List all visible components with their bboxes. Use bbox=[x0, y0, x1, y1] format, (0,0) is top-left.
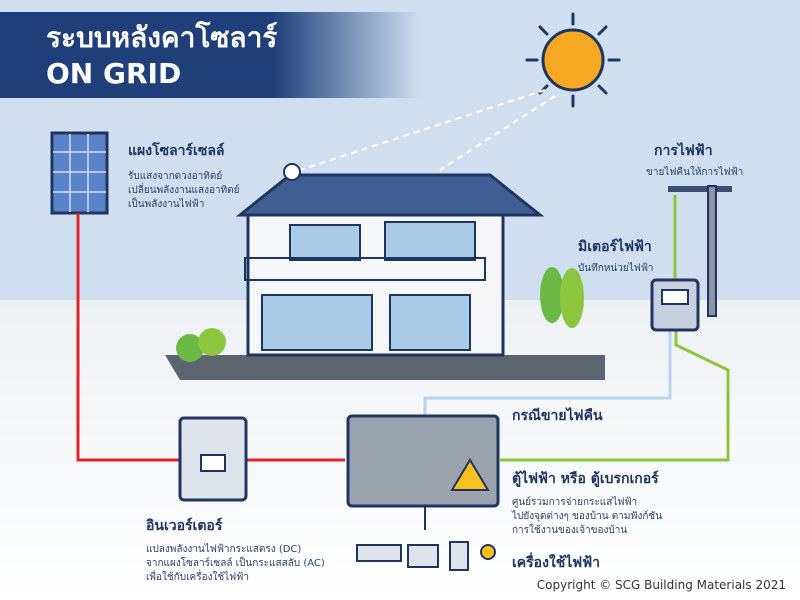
breaker-label: ตู้ไฟฟ้า หรือ ตู้เบรกเกอร์ ศูนย์รวมการจ่… bbox=[512, 471, 663, 536]
title-banner: ระบบหลังคาโซลาร์ ON GRID bbox=[0, 12, 420, 98]
dc-wire bbox=[76, 213, 345, 462]
meter-label: มิเตอร์ไฟฟ้า บันทึกหน่วยไฟฟ้า bbox=[578, 239, 654, 274]
title-line-2: ON GRID bbox=[46, 57, 182, 90]
sun-rays bbox=[299, 89, 556, 171]
sell-back-wire bbox=[423, 330, 672, 415]
utility-pole-icon bbox=[668, 185, 732, 317]
solar-panel-label: แผงโซลาร์เซลล์ รับแสงจากดวงอาทิตย์ เปลี่… bbox=[128, 143, 240, 210]
breaker-box-icon bbox=[346, 414, 500, 530]
solar-panel-icon bbox=[50, 131, 109, 215]
utility-label: การไฟฟ้า ขายไฟคืนให้การไฟฟ้า bbox=[646, 143, 744, 178]
inverter-label: อินเวอร์เตอร์ แปลงพลังงานไฟฟ้ากระแสตรง (… bbox=[146, 518, 325, 583]
inverter-icon bbox=[178, 416, 248, 502]
electric-meter-icon bbox=[650, 278, 700, 332]
title-line-1: ระบบหลังคาโซลาร์ bbox=[46, 21, 278, 54]
appliances-label: เครื่องใช้ไฟฟ้า bbox=[512, 555, 600, 571]
sell-back-label: กรณีขายไฟคืน bbox=[512, 408, 603, 424]
appliances-icon bbox=[356, 541, 496, 571]
sun-icon bbox=[525, 12, 621, 108]
copyright: Copyright © SCG Building Materials 2021 bbox=[536, 578, 786, 592]
house-illustration bbox=[165, 163, 605, 380]
